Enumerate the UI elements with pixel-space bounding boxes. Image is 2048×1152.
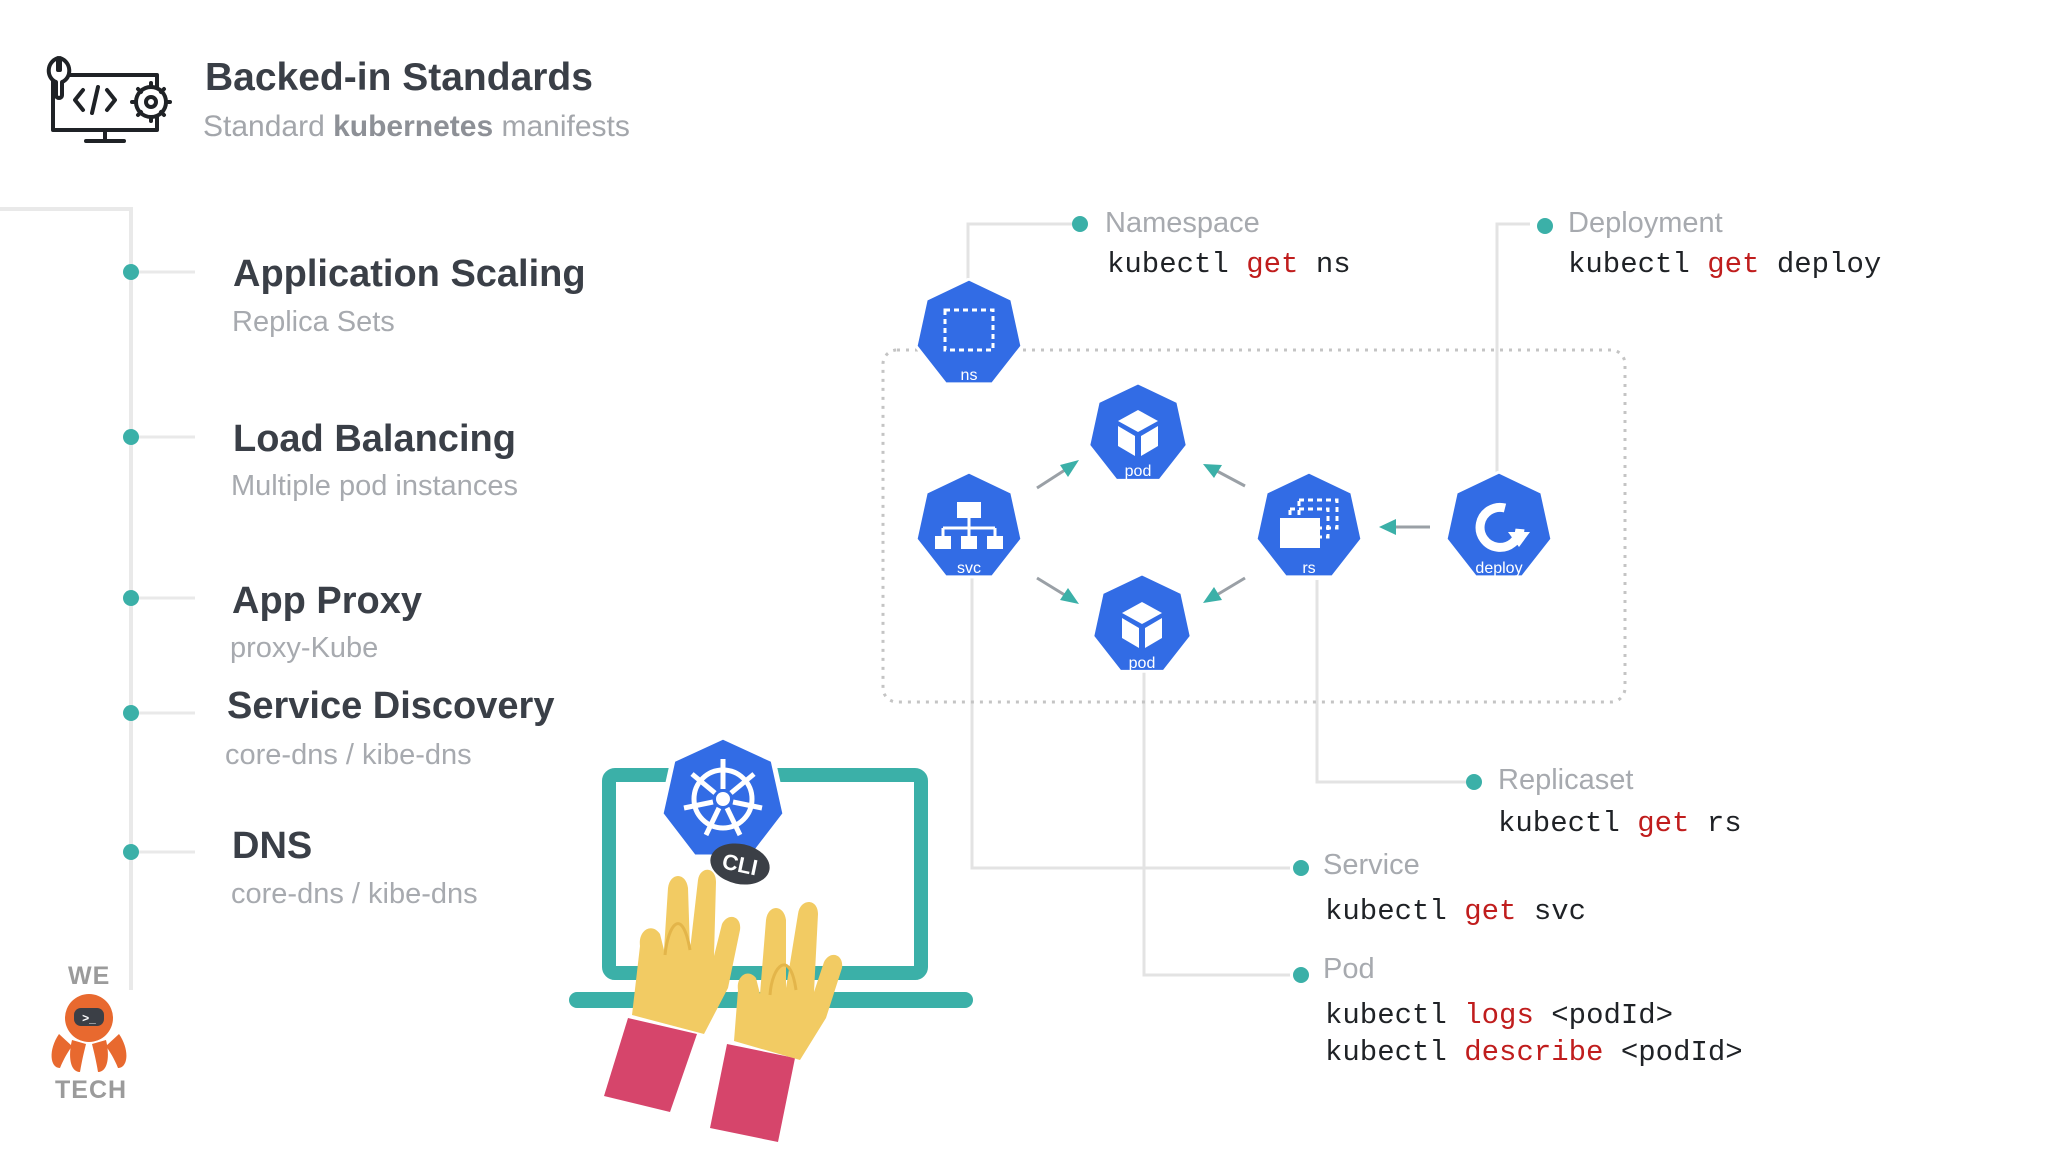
cmd-base: kubectl xyxy=(1325,895,1447,928)
subtitle-prefix: Standard xyxy=(203,110,334,143)
cmd-verb: get xyxy=(1464,895,1517,928)
callout-dot-deployment xyxy=(1537,218,1553,234)
command-replicaset: kubectl get rs xyxy=(1498,805,1742,842)
network-tree-icon xyxy=(935,502,1003,549)
command-deployment: kubectl get deploy xyxy=(1568,246,1881,283)
cmd-base: kubectl xyxy=(1107,248,1229,281)
node-label-pod-bottom: pod xyxy=(1129,655,1156,672)
left-hand xyxy=(604,869,741,1112)
cli-badge: CLI xyxy=(710,843,770,885)
node-label-rs: rs xyxy=(1302,560,1315,577)
feature-title-app-proxy: App Proxy xyxy=(232,580,423,622)
feature-subtitle-load-balancing: Multiple pod instances xyxy=(231,470,518,502)
page-subtitle: Standard kubernetes manifests xyxy=(203,110,630,144)
cmd-arg: <podId> xyxy=(1551,999,1674,1032)
cmd-base: kubectl xyxy=(1325,1036,1447,1069)
subtitle-keyword: kubernetes xyxy=(333,110,494,143)
cmd-arg: deploy xyxy=(1776,248,1882,281)
svc-node: svc xyxy=(914,471,1024,579)
feature-title-service-discovery: Service Discovery xyxy=(227,685,555,727)
command-pod-logs: kubectl logs <podId> xyxy=(1325,997,1673,1034)
callout-label-pod: Pod xyxy=(1323,953,1375,985)
callout-dot-service xyxy=(1293,860,1309,876)
command-namespace: kubectl get ns xyxy=(1107,246,1351,283)
cmd-verb: logs xyxy=(1464,999,1534,1032)
cmd-base: kubectl xyxy=(1325,999,1447,1032)
cmd-verb: get xyxy=(1246,248,1299,281)
feature-subtitle-app-proxy: proxy-Kube xyxy=(230,632,379,664)
callout-label-deployment: Deployment xyxy=(1568,207,1723,239)
callout-dot-namespace xyxy=(1072,216,1088,232)
helm-wheel-icon xyxy=(683,759,763,837)
feature-title-dns: DNS xyxy=(232,825,313,867)
rollout-arrow-icon xyxy=(1475,502,1530,552)
page-title: Backed-in Standards xyxy=(205,56,593,99)
command-service: kubectl get svc xyxy=(1325,893,1586,930)
logo-text-tech: TECH xyxy=(55,1076,128,1104)
callout-connectors xyxy=(966,222,1530,977)
cmd-verb: get xyxy=(1707,248,1760,281)
cmd-arg: svc xyxy=(1533,895,1587,928)
callout-dot-pod xyxy=(1293,967,1309,983)
octopus-mascot-icon: >_ xyxy=(51,994,127,1072)
feature-title-load-balancing: Load Balancing xyxy=(233,418,516,460)
timeline-dot xyxy=(123,264,139,280)
feature-title-scaling: Application Scaling xyxy=(233,253,586,295)
node-label-svc: svc xyxy=(957,560,981,577)
cli-laptop-illustration: CLI xyxy=(569,734,973,1142)
cmd-verb: describe xyxy=(1464,1036,1604,1069)
feature-subtitle-service-discovery: core-dns / kibe-dns xyxy=(225,739,472,771)
subtitle-suffix: manifests xyxy=(493,110,630,143)
logo-text-we: WE xyxy=(68,962,111,990)
cmd-arg: ns xyxy=(1315,248,1351,281)
cmd-base: kubectl xyxy=(1498,807,1620,840)
cmd-arg: <podId> xyxy=(1620,1036,1743,1069)
code-monitor-settings-icon xyxy=(46,56,172,143)
kubernetes-helm-logo xyxy=(658,734,788,860)
timeline-dot xyxy=(123,590,139,606)
rs-node: rs xyxy=(1254,471,1364,579)
callout-label-namespace: Namespace xyxy=(1105,207,1260,239)
command-pod-describe: kubectl describe <podId> xyxy=(1325,1034,1743,1071)
feature-subtitle-dns: core-dns / kibe-dns xyxy=(231,878,478,910)
cube-icon xyxy=(1118,410,1158,456)
cmd-base: kubectl xyxy=(1568,248,1690,281)
timeline-dot xyxy=(123,844,139,860)
pod-node-bottom: pod xyxy=(1091,573,1193,673)
pod-node-top: pod xyxy=(1087,382,1189,482)
callout-label-service: Service xyxy=(1323,849,1420,881)
cube-icon xyxy=(1122,602,1162,648)
timeline-dot xyxy=(123,705,139,721)
cmd-verb: get xyxy=(1637,807,1690,840)
callout-label-replicaset: Replicaset xyxy=(1498,764,1634,796)
cmd-arg: rs xyxy=(1706,807,1742,840)
right-hand xyxy=(710,902,843,1142)
deploy-node: deploy xyxy=(1444,471,1554,579)
feature-subtitle-scaling: Replica Sets xyxy=(232,306,395,338)
feature-timeline xyxy=(0,207,195,990)
ns-node: ns xyxy=(914,278,1024,386)
timeline-dot xyxy=(123,429,139,445)
node-label-ns: ns xyxy=(961,367,978,384)
node-label-deploy: deploy xyxy=(1475,560,1522,577)
svg-text:>_: >_ xyxy=(82,1011,96,1025)
namespace-icon xyxy=(943,308,995,352)
callout-dot-replicaset xyxy=(1466,774,1482,790)
flow-arrows xyxy=(1036,460,1430,604)
replica-stack-icon xyxy=(1280,498,1339,548)
node-label-pod-top: pod xyxy=(1125,463,1152,480)
